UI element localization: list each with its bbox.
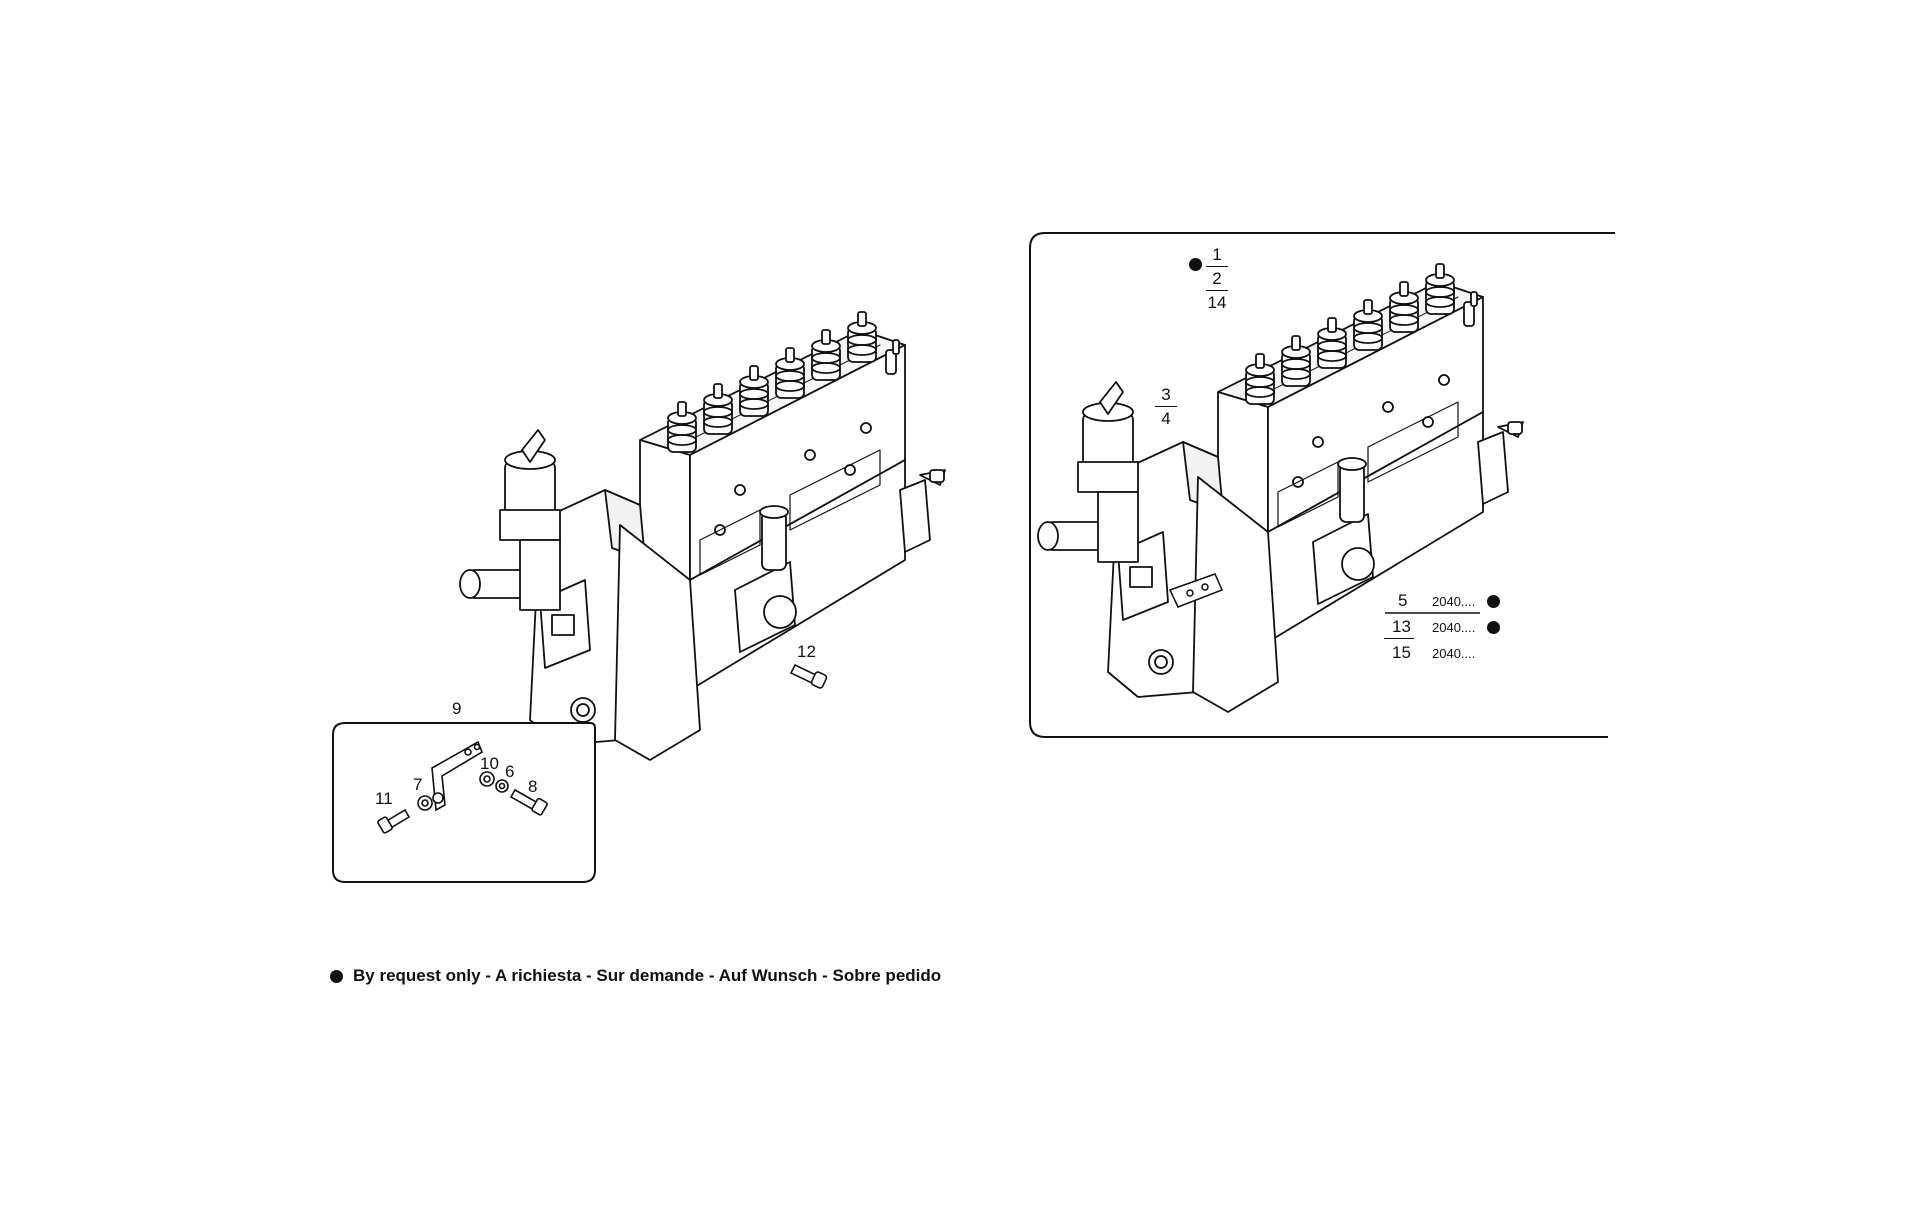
bracket-mounted [1168, 573, 1224, 608]
callout-12: 12 [797, 642, 816, 661]
ref-15: 2040.... [1432, 646, 1476, 661]
callout-15: 15 [1392, 643, 1411, 662]
inset-parts [377, 740, 548, 834]
divider-13-15 [1384, 638, 1414, 639]
callout-7: 7 [413, 775, 423, 794]
callout-3: 3 [1161, 385, 1171, 404]
callout-14: 14 [1207, 293, 1227, 312]
callout-2: 2 [1212, 269, 1222, 288]
injection-pump-left [459, 311, 946, 761]
callout-group-3-4: 3 4 [1155, 386, 1177, 427]
legend-request-only: By request only - A richiesta - Sur dema… [330, 966, 941, 986]
callout-11: 11 [375, 789, 393, 808]
callout-13: 13 [1392, 617, 1411, 636]
callout-4: 4 [1161, 409, 1171, 428]
request-only-dot-1 [1189, 258, 1202, 276]
request-only-dot-13 [1487, 621, 1500, 639]
callout-10: 10 [480, 754, 499, 773]
ref-13: 2040.... [1432, 620, 1476, 635]
part-12-screw [789, 663, 828, 689]
legend-dot [330, 969, 343, 983]
legend-text: By request only - A richiesta - Sur dema… [353, 966, 942, 985]
callout-1: 1 [1212, 245, 1222, 264]
ref-5: 2040.... [1432, 594, 1476, 609]
inset-title-9: 9 [452, 699, 462, 718]
callout-5: 5 [1398, 591, 1408, 610]
callout-group-1-2-14: 1 2 14 [1206, 246, 1228, 311]
inset-box-9 [332, 722, 596, 883]
right-view-frame [1029, 232, 1615, 738]
injection-pump-right [1037, 263, 1524, 713]
request-only-dot-5 [1487, 595, 1500, 613]
callout-8: 8 [528, 777, 538, 796]
callout-6: 6 [505, 762, 515, 781]
